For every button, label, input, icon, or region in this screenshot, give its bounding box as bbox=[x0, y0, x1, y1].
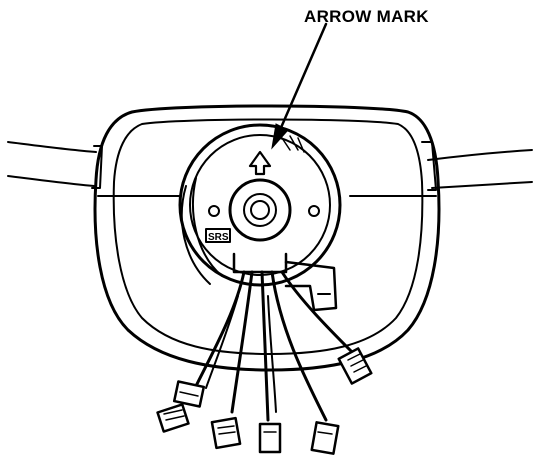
arrow-mark-symbol bbox=[248, 150, 272, 176]
connector-left-upper bbox=[172, 380, 206, 408]
srs-label: SRS bbox=[208, 232, 229, 243]
right-spoke bbox=[421, 141, 533, 191]
connector-middle-left bbox=[210, 416, 242, 450]
left-spoke bbox=[7, 141, 103, 189]
wire-harness bbox=[194, 270, 354, 422]
arrow-mark-label: ARROW MARK bbox=[304, 7, 429, 26]
connector-right bbox=[337, 347, 373, 385]
connector-middle-right bbox=[310, 421, 340, 455]
reel-outlet-bracket bbox=[232, 252, 338, 312]
connector-left-lower bbox=[156, 403, 190, 433]
cable-reel bbox=[178, 123, 342, 287]
column-cover bbox=[93, 104, 441, 372]
srs-label-box: SRS bbox=[205, 228, 231, 243]
connector-middle bbox=[258, 422, 282, 454]
arrow-mark-callout: ARROW MARK bbox=[271, 7, 429, 150]
